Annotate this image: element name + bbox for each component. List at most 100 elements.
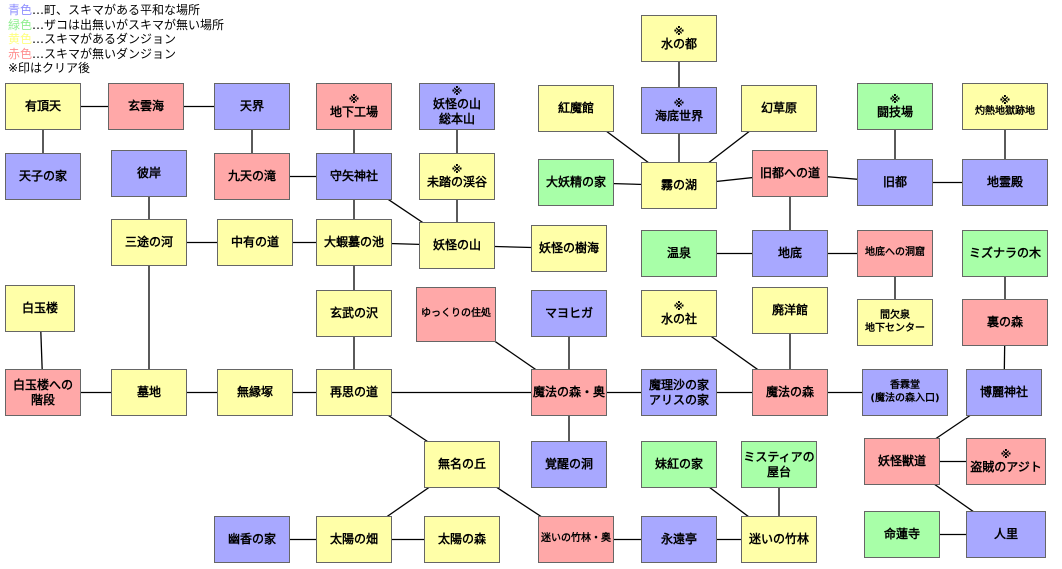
location-label: (魔法の森入口) — [870, 392, 940, 404]
location-chitei_doukutsu: 地底への洞窟 — [857, 230, 933, 277]
location-label: 天子の家 — [18, 169, 67, 183]
location-chireiden: 地霊殿 — [962, 159, 1048, 206]
location-label: 太陽の森 — [437, 532, 486, 546]
location-label: 霧の湖 — [660, 178, 697, 192]
location-hakugyokurou_kaidan: 白玉楼への階段 — [5, 369, 81, 416]
location-saishi: 再思の道 — [316, 369, 392, 416]
legend-note: ※印はクリア後 — [8, 61, 91, 75]
location-label: 無縁塚 — [236, 385, 273, 399]
legend-row-yellow: 黄色…スキマがあるダンジョン — [8, 32, 224, 47]
location-label: 天界 — [239, 99, 264, 113]
location-youkai_yama_honzan: ※妖怪の山総本山 — [419, 83, 495, 130]
location-taiyou_hata: 太陽の畑 — [316, 516, 392, 563]
legend-row-red: 赤色…スキマが無いダンジョン — [8, 47, 224, 62]
legend-green-desc: …ザコは出無いがスキマが無い場所 — [32, 17, 225, 32]
location-hakugyokurou: 白玉楼 — [5, 285, 75, 332]
location-taiyou_mori: 太陽の森 — [424, 516, 500, 563]
location-label: 彼岸 — [136, 166, 161, 180]
clear-marker: ※ — [889, 92, 901, 106]
location-tenkai: 天界 — [214, 83, 290, 130]
location-label: アリスの家 — [648, 392, 709, 407]
location-label: 闘技場 — [876, 104, 913, 119]
clear-marker: ※ — [1000, 447, 1012, 461]
location-kiri: 霧の湖 — [641, 162, 717, 209]
location-label: 迷いの竹林・奥 — [541, 533, 611, 545]
location-label: 屋台 — [766, 464, 791, 479]
location-kakusei: 覚醒の洞 — [531, 441, 607, 488]
location-onsen: 温泉 — [641, 230, 717, 277]
location-label: 太陽の畑 — [329, 532, 378, 546]
clear-marker: ※ — [451, 162, 463, 176]
location-label: 有頂天 — [24, 99, 61, 113]
clear-marker: ※ — [673, 299, 685, 313]
location-gensougen: 幻草原 — [741, 85, 817, 132]
location-gama: 大蝦蟇の池 — [316, 219, 392, 266]
location-label: ミスティアの — [743, 449, 815, 464]
location-eientei: 永遠亭 — [641, 516, 717, 563]
location-label: 博麗神社 — [979, 385, 1028, 399]
clear-marker: ※ — [451, 85, 463, 98]
location-koumakan: 紅魔館 — [538, 85, 614, 132]
location-label: 人里 — [993, 527, 1018, 541]
location-mayoi_oku: 迷いの竹林・奥 — [538, 516, 614, 563]
location-mystia: ミスティアの屋台 — [741, 441, 817, 488]
legend-yellow-desc: …スキマがあるダンジョン — [32, 32, 177, 46]
location-label: 大妖精の家 — [545, 175, 606, 189]
location-mahou_mori: 魔法の森 — [752, 369, 828, 416]
location-ura_mori: 裏の森 — [962, 299, 1048, 346]
location-label: 廃洋館 — [771, 303, 808, 317]
location-label: 地下工場 — [329, 104, 378, 119]
legend: 青色…町、スキマがある平和な場所 緑色…ザコは出無いがスキマが無い場所 黄色…ス… — [8, 3, 224, 76]
location-label: 魔理沙の家 — [648, 377, 709, 392]
location-chitei: 地底 — [752, 230, 828, 277]
location-label: 旧都への道 — [759, 166, 820, 180]
legend-red-desc: …スキマが無いダンジョン — [32, 46, 177, 61]
location-myouren: 命蓮寺 — [864, 511, 940, 558]
legend-yellow-color: 黄色 — [8, 32, 33, 46]
location-mizunara: ミズナラの木 — [962, 230, 1048, 277]
location-label: 地下センター — [865, 322, 925, 334]
location-label: 三途の河 — [124, 235, 173, 249]
location-label: 白玉楼 — [21, 301, 58, 315]
location-tenshi: 天子の家 — [5, 153, 81, 200]
location-haiyoukan: 廃洋館 — [752, 287, 828, 334]
location-label: 大蝦蟇の池 — [323, 235, 384, 249]
legend-row-green: 緑色…ザコは出無いがスキマが無い場所 — [8, 18, 224, 33]
location-genunkai: 玄雲海 — [108, 83, 184, 130]
location-mizu_yashiro: ※水の社 — [641, 290, 717, 337]
location-label: 妖怪の樹海 — [538, 241, 599, 255]
location-label: 地霊殿 — [986, 175, 1023, 189]
location-label: 香霖堂 — [890, 380, 920, 391]
legend-row-blue: 青色…町、スキマがある平和な場所 — [8, 3, 224, 18]
location-label: 守矢神社 — [329, 169, 378, 183]
location-label: 妹紅の家 — [654, 457, 703, 471]
location-label: 幻草原 — [760, 101, 797, 115]
location-label: 妖怪の山 — [432, 238, 481, 252]
location-higan: 彼岸 — [111, 150, 187, 197]
location-label: 間欠泉 — [880, 310, 910, 321]
location-label: 水の都 — [660, 36, 697, 51]
location-marisa_alice: 魔理沙の家アリスの家 — [641, 369, 717, 416]
location-sanzu: 三途の河 — [111, 219, 187, 266]
location-kyuuto: 旧都 — [857, 159, 933, 206]
location-mizu_miyako: ※水の都 — [641, 15, 717, 62]
location-mayoi: 迷いの竹林 — [741, 516, 817, 563]
location-label: 玄武の沢 — [329, 306, 378, 320]
location-chika_kojo: ※地下工場 — [316, 83, 392, 130]
location-label: 裏の森 — [986, 315, 1023, 329]
location-label: 玄雲海 — [127, 99, 164, 113]
location-chuu: 中有の道 — [217, 219, 293, 266]
location-kaitei: ※海底世界 — [641, 87, 717, 134]
location-touzoku: ※盗賊のアジト — [966, 438, 1046, 485]
location-label: 妖怪獣道 — [877, 454, 926, 468]
location-youkai_juudou: 妖怪獣道 — [864, 438, 940, 485]
location-moriya: 守矢神社 — [316, 153, 392, 200]
location-hitozato: 人里 — [966, 511, 1046, 558]
location-label: 迷いの竹林 — [748, 532, 809, 546]
location-shakunetsu: ※灼熱地獄跡地 — [962, 83, 1048, 130]
location-label: 中有の道 — [230, 235, 279, 249]
location-label: 命蓮寺 — [883, 527, 920, 541]
location-kyuten: 九天の滝 — [214, 153, 290, 200]
location-label: 海底世界 — [654, 108, 703, 123]
